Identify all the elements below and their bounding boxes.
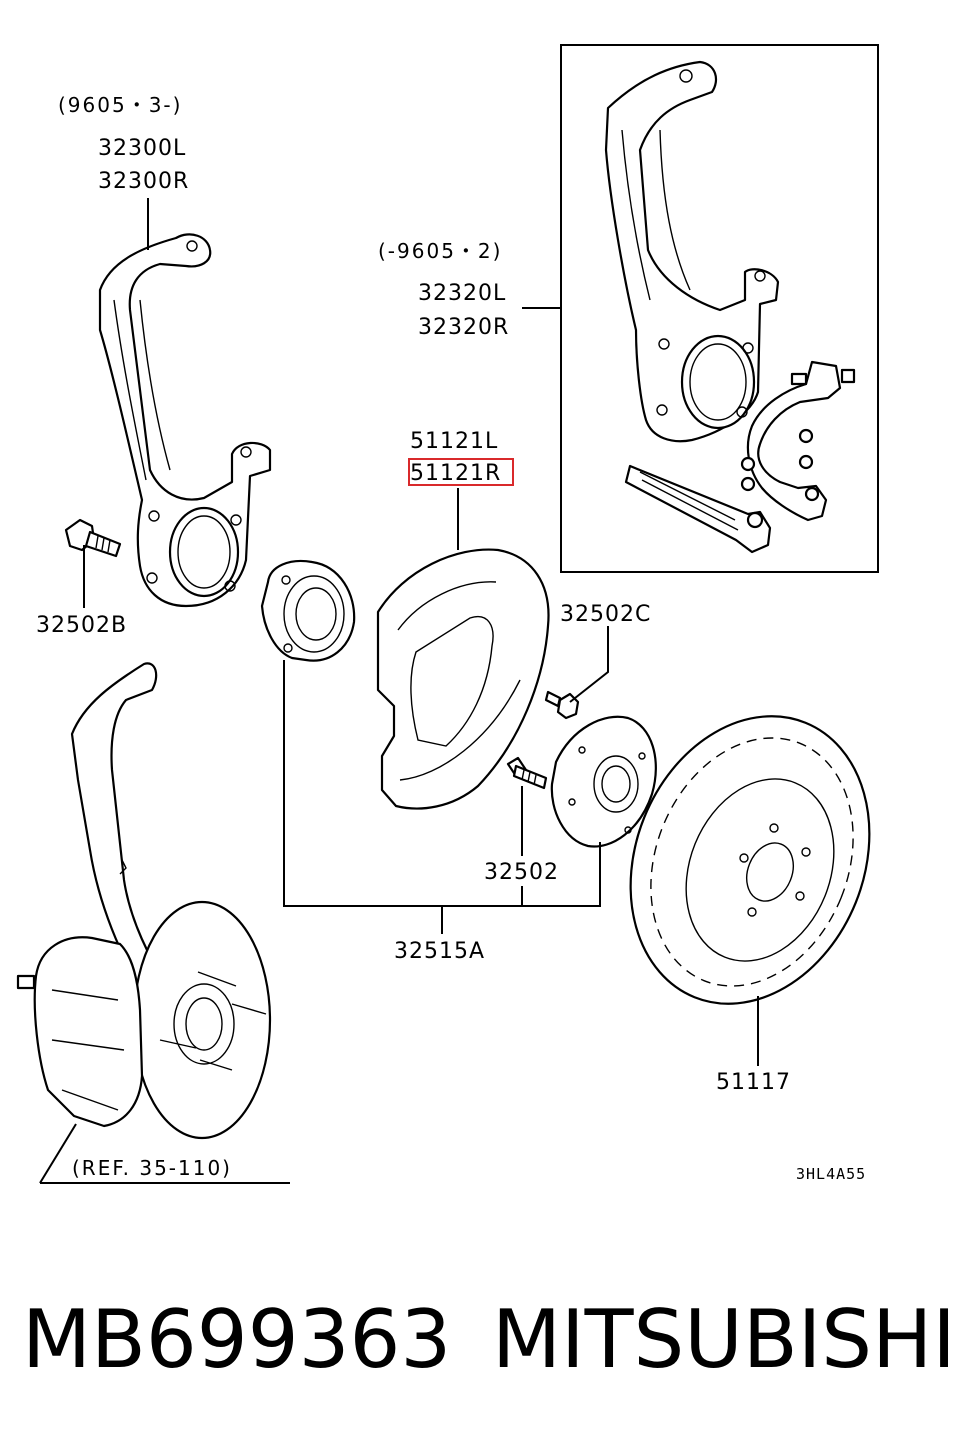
label-shield-l: 51121L: [410, 429, 498, 454]
part-number: MB699363: [22, 1293, 452, 1386]
label-knuckle-old-date: (-9605・2): [378, 239, 502, 263]
footer: MB699363 MITSUBISHI: [0, 1290, 960, 1390]
brand-name: MITSUBISHI: [492, 1293, 956, 1386]
bolt-32502c-drawing: [544, 690, 580, 720]
label-hub-assy: 32515A: [394, 939, 485, 964]
old-knuckle-drawing: [604, 60, 780, 443]
label-shield-r: 51121R: [410, 461, 501, 486]
label-knuckle-old-l: 32320L: [418, 281, 506, 306]
label-ref: (REF. 35-110): [72, 1156, 232, 1180]
label-knuckle-old-r: 32320R: [418, 315, 509, 340]
new-knuckle-drawing: [98, 233, 272, 608]
label-hub-bolt: 32502: [484, 860, 559, 885]
label-rotor: 51117: [716, 1070, 791, 1095]
label-knuckle-new-r: 32300R: [98, 169, 189, 194]
hub-bolt-drawing: [506, 756, 548, 790]
leader-lines: [39, 198, 759, 1184]
bolt-32502b-drawing: [64, 518, 122, 558]
brake-rotor-drawing: [629, 715, 871, 1005]
label-knuckle-new-l: 32300L: [98, 136, 186, 161]
dust-shield-drawing: [376, 548, 550, 810]
label-diagram-code: 3HL4A55: [796, 1165, 866, 1183]
assembled-corner-drawing: [16, 662, 272, 1140]
label-bolt-c: 32502C: [560, 602, 651, 627]
label-knuckle-new-date: (9605・3-): [58, 93, 182, 117]
hub-bearing-drawing: [260, 559, 356, 662]
label-bolt-b: 32502B: [36, 613, 127, 638]
highlight-box: [408, 458, 514, 486]
control-arm-drawing: [624, 360, 856, 554]
hub-flange-drawing: [550, 715, 657, 848]
